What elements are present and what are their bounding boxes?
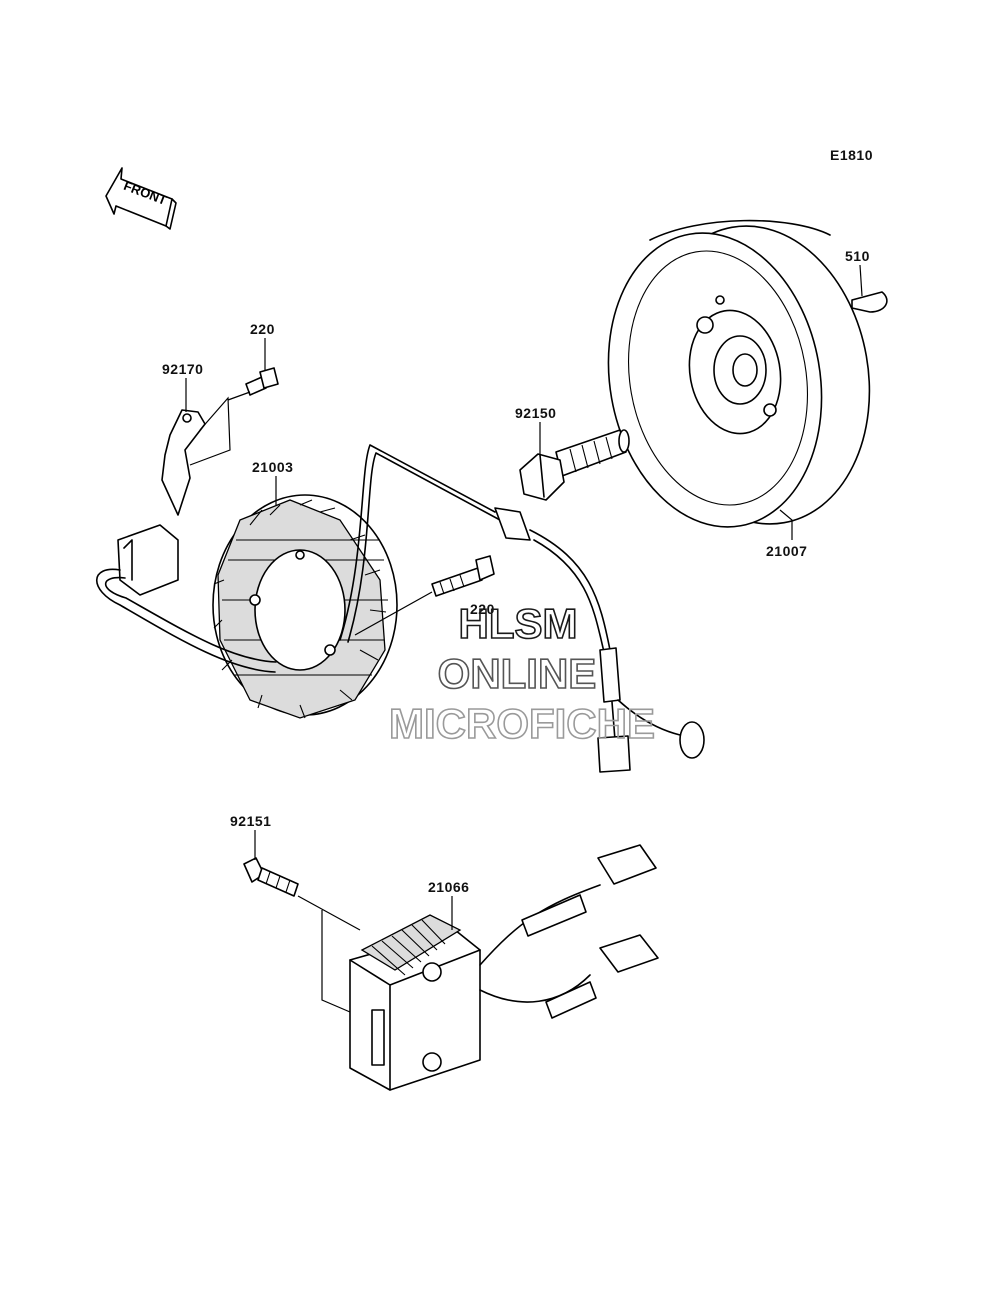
leader-lines — [185, 264, 863, 930]
part-label-92150: 92150 — [515, 405, 556, 421]
woodruff-key — [851, 291, 888, 313]
stator-bolt — [354, 555, 495, 636]
part-label-92151: 92151 — [230, 813, 271, 829]
stator-coil — [212, 494, 398, 719]
flywheel-rotor — [607, 219, 871, 528]
part-label-21003: 21003 — [252, 459, 293, 475]
front-arrow-icon: FRONT — [105, 167, 177, 230]
part-label-220-stator-bolt: 220 — [470, 601, 495, 617]
part-label-510: 510 — [845, 248, 870, 264]
watermark-line-1: HLSM — [459, 600, 578, 647]
part-label-92170: 92170 — [162, 361, 203, 377]
watermark: HLSM ONLINE MICROFICHE — [388, 599, 656, 748]
part-label-220-clamp-bolt: 220 — [250, 321, 275, 337]
stator-wire-harness — [339, 444, 705, 773]
part-label-21007: 21007 — [766, 543, 807, 559]
pickup-coil — [95, 524, 277, 673]
wire-clamp — [161, 396, 231, 516]
flywheel-bolt — [519, 429, 630, 501]
clamp-bolt — [227, 367, 279, 401]
watermark-line-3: MICROFICHE — [389, 700, 655, 747]
diagram-code: E1810 — [830, 147, 873, 163]
regulator-bolt — [243, 857, 361, 1013]
watermark-line-2: ONLINE — [438, 650, 597, 697]
part-label-21066: 21066 — [428, 879, 469, 895]
regulator-rectifier — [349, 844, 659, 1091]
